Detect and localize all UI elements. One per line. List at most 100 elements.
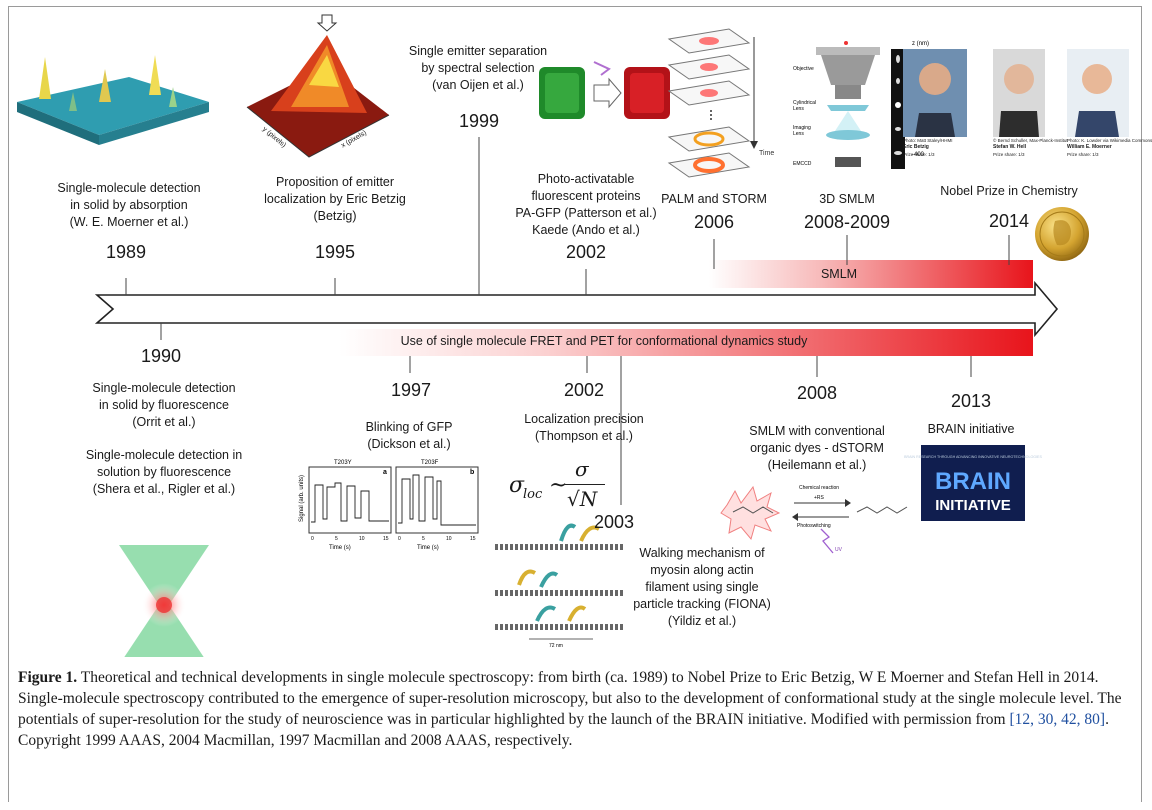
svg-text:INITIATIVE: INITIATIVE xyxy=(935,497,1011,514)
laureate-2-credit: © Bernd Schuller, Max-Planck-Institut xyxy=(993,138,1068,143)
caption-tail: . Copyright 1999 AAAS, 2004 Macmillan, 1… xyxy=(18,711,1109,749)
event-2014-line-1: Nobel Prize in Chemistry xyxy=(940,184,1078,198)
timeline-arrow xyxy=(94,280,1059,338)
caption-refs[interactable]: [12, 30, 42, 80] xyxy=(1009,711,1106,728)
formula-denominator: √N xyxy=(567,487,598,511)
svg-text:0: 0 xyxy=(398,536,401,542)
svg-text:Imaging: Imaging xyxy=(793,125,811,131)
event-2003-line-5: (Yildiz et al.) xyxy=(667,614,737,628)
timeline-graphics: Time Objective Cylindrical Lens Imaging … xyxy=(17,14,1129,665)
event-1995-line-1: Proposition of emitter xyxy=(275,175,395,189)
year-2008: 2008 xyxy=(796,383,838,403)
svg-text:BRAIN RESEARCH THROUGH ADVANCI: BRAIN RESEARCH THROUGH ADVANCING INNOVAT… xyxy=(904,455,1042,459)
formula-numerator: σ xyxy=(575,457,589,481)
localization-precision-formula: σ loc ~ σ √N xyxy=(509,455,629,515)
caption-area xyxy=(9,657,1141,802)
laureate-3-name: William E. Moerner xyxy=(1067,144,1112,150)
nobel-medal-image xyxy=(1035,207,1089,261)
caption-label: Figure 1. xyxy=(18,669,78,686)
gfp-panel-a-title: T203Y xyxy=(334,460,352,466)
event-1990-line-3: (Orrit et al.) xyxy=(132,415,196,429)
psf-3d-image xyxy=(246,14,390,158)
myosin-step-label: 72 nm xyxy=(549,643,563,649)
gfp-xlabel-b: Time (s) xyxy=(417,545,439,551)
formula-tilde: ~ xyxy=(549,473,568,498)
gfp-panel-b-title: T203F xyxy=(421,460,439,466)
event-2002-bottom-line-2: (Thompson et al.) xyxy=(535,429,633,443)
event-2008-line-2: organic dyes - dSTORM xyxy=(750,441,884,455)
event-1999-line-2: by spectral selection xyxy=(421,61,535,75)
event-2003-line-3: filament using single xyxy=(645,580,759,594)
fluorescence-focus-image xyxy=(119,545,209,665)
svg-text:-400: -400 xyxy=(912,152,925,158)
svg-text:Lens: Lens xyxy=(793,106,804,112)
svg-text:a: a xyxy=(383,469,387,476)
palm-time-label: Time xyxy=(759,150,774,157)
year-2006: 2006 xyxy=(693,212,735,232)
fret-bar xyxy=(339,329,1033,356)
svg-text:Lens: Lens xyxy=(793,131,804,137)
event-2008-line-3: (Heilemann et al.) xyxy=(767,458,867,472)
laureate-2-share: Prize share: 1/3 xyxy=(993,152,1025,157)
event-2008-line-1: SMLM with conventional xyxy=(749,424,885,438)
fret-bar-label: Use of single molecule FRET and PET for … xyxy=(400,334,808,348)
event-1997-line-1: Blinking of GFP xyxy=(365,420,453,434)
gfp-blinking-plots: T203Y T203F a b Signal (arb. units) Time… xyxy=(299,460,479,551)
year-1997: 1997 xyxy=(390,380,432,400)
svg-text:5: 5 xyxy=(422,536,425,542)
event-1989-line-2: in solid by absorption xyxy=(70,198,188,212)
figure-caption: Figure 1. Theoretical and technical deve… xyxy=(18,667,1128,751)
dstorm-chemistry-image: Chemical reaction +RS Photoswitching UV xyxy=(720,485,908,554)
laureate-2-name: Stefan W. Hell xyxy=(993,144,1027,150)
event-2003-line-4: particle tracking (FIONA) xyxy=(633,597,771,611)
event-1999-line-3: (van Oijen et al.) xyxy=(432,78,524,92)
event-2013-line-1: BRAIN initiative xyxy=(927,422,1015,436)
event-1997-line-2: (Dickson et al.) xyxy=(367,437,451,451)
svg-text:10: 10 xyxy=(359,536,365,542)
year-2013: 2013 xyxy=(950,391,992,411)
figure-frame: Time Objective Cylindrical Lens Imaging … xyxy=(8,6,1152,802)
event-1990-line-1: Single-molecule detection xyxy=(92,381,236,395)
laureate-1-credit: Photo: Matt Staley/HHMI xyxy=(903,138,953,143)
year-1999: 1999 xyxy=(458,111,500,131)
svg-text:5: 5 xyxy=(335,536,338,542)
event-1990-line-6: (Shera et al., Rigler et al.) xyxy=(92,482,236,496)
svg-text:BRAIN: BRAIN xyxy=(935,468,1011,495)
year-2014: 2014 xyxy=(988,211,1030,231)
formula-lhs-subscript: loc xyxy=(523,487,543,502)
svg-text:0: 0 xyxy=(311,536,314,542)
laureate-photos xyxy=(903,49,1129,137)
gfp-xlabel-a: Time (s) xyxy=(329,545,351,551)
event-2002-top-line-4: Kaede (Ando et al.) xyxy=(532,223,640,237)
svg-text:15: 15 xyxy=(383,536,389,542)
event-2003-line-2: myosin along actin xyxy=(650,563,754,577)
laureate-3-share: Prize share: 1/3 xyxy=(1067,152,1099,157)
event-1989-line-1: Single-molecule detection xyxy=(57,181,201,195)
svg-text:Chemical reaction: Chemical reaction xyxy=(799,485,839,491)
palm-storm-stack-image: Time xyxy=(667,28,774,178)
svg-text:z (nm): z (nm) xyxy=(912,41,929,47)
event-1990-line-4: Single-molecule detection in xyxy=(85,448,243,462)
year-2002-top: 2002 xyxy=(565,242,607,262)
smlm-bar xyxy=(709,260,1033,288)
event-1989-line-3: (W. E. Moerner et al.) xyxy=(69,215,189,229)
myosin-walking-image: 72 nm xyxy=(495,523,623,649)
laureate-3-credit: Photo: K. Lowder via Wikimedia Commons, … xyxy=(1067,138,1152,143)
event-2002-top-line-3: PA-GFP (Patterson et al.) xyxy=(515,206,657,220)
event-1995-line-3: (Betzig) xyxy=(313,209,357,223)
event-2006-line-1: PALM and STORM xyxy=(661,192,767,206)
event-2002-bottom-line-1: Localization precision xyxy=(524,412,644,426)
year-2003: 2003 xyxy=(593,512,635,532)
year-1989: 1989 xyxy=(105,242,147,262)
svg-text:b: b xyxy=(470,469,474,476)
year-2008-2009: 2008-2009 xyxy=(803,212,891,232)
gfp-ylabel: Signal (arb. units) xyxy=(299,475,305,522)
event-1999-line-1: Single emitter separation xyxy=(408,44,548,58)
event-1995-line-2: localization by Eric Betzig xyxy=(264,192,406,206)
brain-initiative-logo: BRAIN RESEARCH THROUGH ADVANCING INNOVAT… xyxy=(904,445,1042,521)
event-1990-line-5: solution by fluorescence xyxy=(96,465,232,479)
svg-text:15: 15 xyxy=(470,536,476,542)
laureate-1-share: Prize share: 1/3 xyxy=(903,152,935,157)
event-2003-line-1: Walking mechanism of xyxy=(639,546,765,560)
svg-text:Photoswitching: Photoswitching xyxy=(797,523,831,529)
